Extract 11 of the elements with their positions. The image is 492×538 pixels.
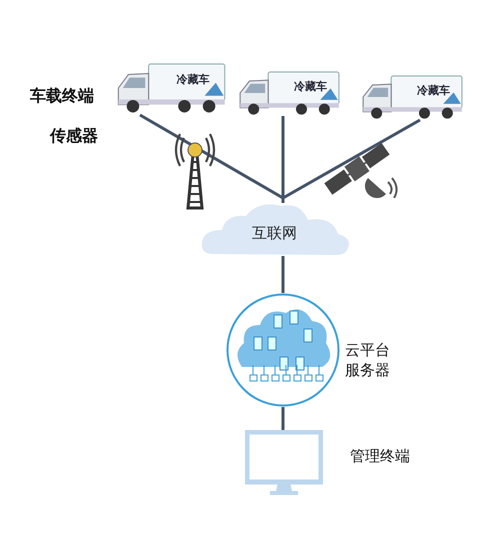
node-caption: 云平台服务器 xyxy=(345,340,391,380)
side-label: 车载终端 xyxy=(30,86,94,107)
cloud-label: 互联网 xyxy=(252,224,297,243)
connector-line xyxy=(282,256,284,293)
connector-line xyxy=(282,118,421,203)
connector-line xyxy=(282,407,284,430)
side-label: 传感器 xyxy=(50,126,98,147)
truck-lettering: 冷藏车 xyxy=(294,79,328,94)
node-caption: 管理终端 xyxy=(350,446,411,466)
truck-lettering: 冷藏车 xyxy=(176,72,210,88)
truck-lettering: 冷藏车 xyxy=(417,83,450,98)
